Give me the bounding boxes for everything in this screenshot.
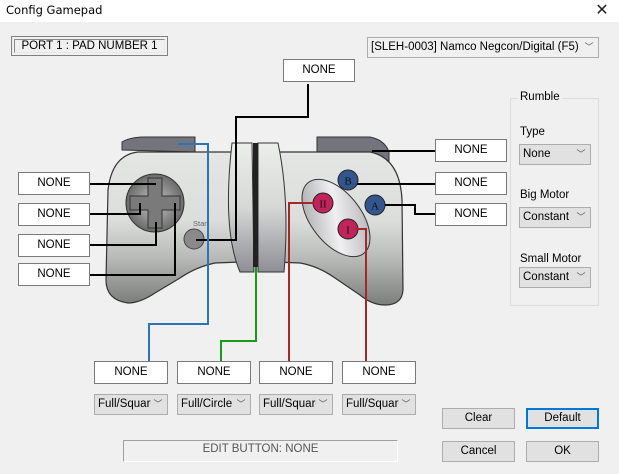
big-motor-value: Constant [523, 211, 570, 223]
twist-right [257, 142, 287, 273]
title-bar: Config Gamepad ✕ [0, 0, 619, 22]
wire-button-a [385, 204, 435, 215]
binding-button-a[interactable]: NONE [435, 203, 507, 226]
button-i-label: I [346, 225, 350, 237]
binding-left-shoulder[interactable]: NONE [94, 361, 168, 384]
binding-right-shoulder[interactable]: NONE [435, 139, 507, 162]
binding-dpad-up[interactable]: NONE [18, 172, 90, 195]
window-title: Config Gamepad [6, 3, 103, 17]
ok-button[interactable]: OK [526, 441, 599, 462]
axis-mode-value-3: Full/Square [263, 398, 316, 410]
small-motor-select[interactable]: Constant ﹀ [519, 267, 591, 288]
binding-start[interactable]: NONE [283, 59, 355, 82]
binding-twist[interactable]: NONE [177, 361, 251, 384]
axis-mode-value-2: Full/Circle [181, 398, 233, 410]
rumble-legend: Rumble [518, 91, 562, 103]
axis-mode-select-4[interactable]: Full/Square﹀ [342, 394, 416, 415]
close-icon[interactable]: ✕ [595, 2, 609, 19]
default-button[interactable]: Default [526, 408, 599, 429]
port-label-box: PORT 1 : PAD NUMBER 1 [11, 36, 168, 56]
twist-joint [253, 143, 258, 267]
cancel-button[interactable]: Cancel [442, 441, 515, 462]
axis-mode-select-3[interactable]: Full/Square﹀ [259, 394, 333, 415]
wire-dpad-down [90, 222, 157, 246]
big-motor-select[interactable]: Constant ﹀ [519, 207, 591, 228]
chevron-down-icon: ﹀ [153, 399, 163, 409]
button-ii-label: II [319, 199, 327, 211]
rumble-type-label: Type [520, 126, 545, 138]
clear-button[interactable]: Clear [442, 408, 515, 429]
pad-type-select[interactable]: [SLEH-0003] Namco Negcon/Digital (F5) ﹀ [367, 37, 599, 58]
button-b-label: B [344, 176, 351, 188]
wire-dpad-right [90, 203, 176, 276]
pad-type-value: [SLEH-0003] Namco Negcon/Digital (F5) [371, 41, 579, 53]
chevron-down-icon: ﹀ [584, 42, 594, 52]
binding-dpad-right[interactable]: NONE [18, 263, 90, 286]
edit-button-status: EDIT BUTTON: NONE [123, 440, 398, 462]
small-motor-label: Small Motor [520, 253, 582, 265]
dpad-icon [129, 177, 181, 229]
axis-mode-value-1: Full/Square [98, 398, 151, 410]
small-motor-value: Constant [523, 271, 570, 283]
axis-mode-value-4: Full/Square [346, 398, 399, 410]
wire-button-i [355, 228, 367, 362]
left-body [105, 151, 241, 304]
binding-dpad-down[interactable]: NONE [18, 234, 90, 257]
wire-left-shoulder [148, 143, 209, 362]
binding-button-i[interactable]: NONE [342, 361, 416, 384]
rumble-type-value: None [523, 148, 551, 160]
wire-start [196, 84, 309, 241]
rumble-type-select[interactable]: None ﹀ [519, 144, 591, 165]
binding-button-b[interactable]: NONE [435, 172, 507, 195]
axis-mode-select-1[interactable]: Full/Square﹀ [94, 394, 168, 415]
wire-twist [220, 267, 257, 362]
wire-button-ii [288, 202, 314, 362]
chevron-down-icon: ﹀ [236, 399, 246, 409]
binding-button-ii[interactable]: NONE [259, 361, 333, 384]
port-label: PORT 1 : PAD NUMBER 1 [14, 39, 165, 53]
start-label: Start [193, 219, 210, 228]
chevron-down-icon: ﹀ [401, 399, 411, 409]
wire-dpad-left [90, 203, 141, 215]
chevron-down-icon: ﹀ [318, 399, 328, 409]
axis-mode-select-2[interactable]: Full/Circle﹀ [177, 394, 251, 415]
chevron-down-icon: ﹀ [576, 272, 586, 282]
chevron-down-icon: ﹀ [576, 212, 586, 222]
chevron-down-icon: ﹀ [576, 149, 586, 159]
left-shoulder [121, 136, 196, 153]
big-motor-label: Big Motor [520, 189, 570, 201]
button-a-label: A [371, 201, 379, 213]
button-b [337, 169, 359, 191]
binding-dpad-left[interactable]: NONE [18, 203, 90, 226]
